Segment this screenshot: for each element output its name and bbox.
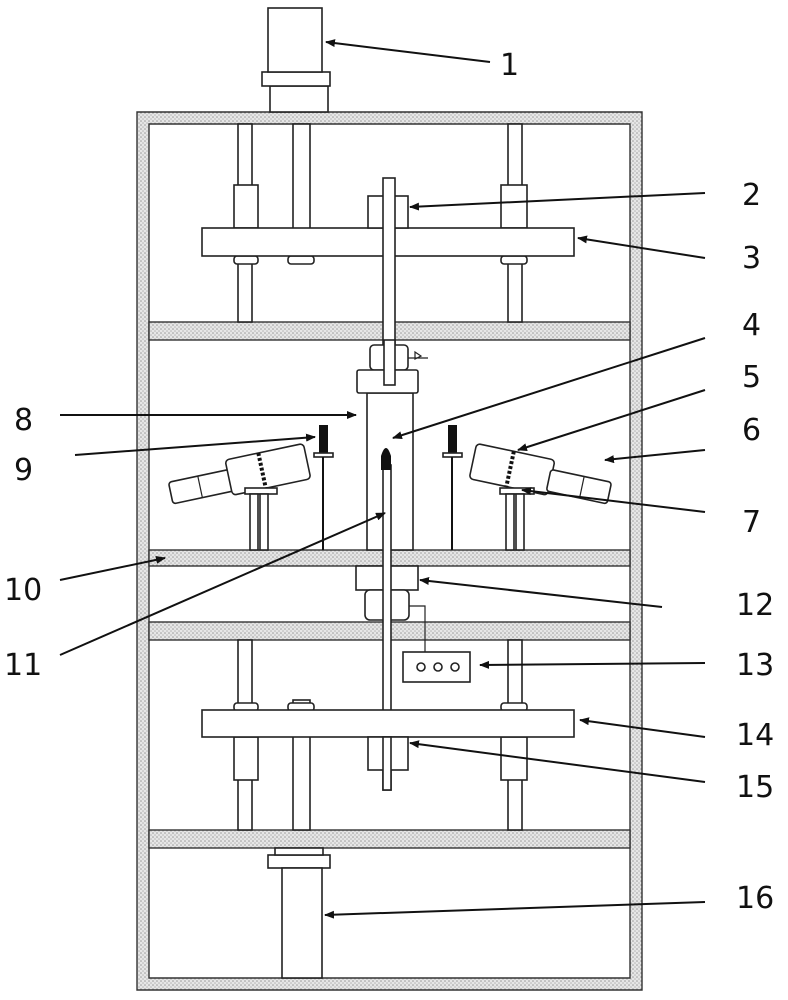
- label-5: 5: [742, 360, 761, 395]
- label-8: 8: [14, 403, 33, 438]
- label-12: 12: [736, 588, 774, 623]
- label-14: 14: [736, 718, 774, 753]
- label-11: 11: [4, 648, 42, 683]
- label-16: 16: [736, 881, 774, 916]
- label-9: 9: [14, 453, 33, 488]
- label-4: 4: [742, 308, 761, 343]
- bottom-motor: [268, 848, 330, 978]
- label-3: 3: [742, 241, 761, 276]
- lower-rod-end: [383, 737, 391, 790]
- right-sensor-support-7: [500, 488, 534, 550]
- sample-column: [356, 340, 428, 620]
- label-7: 7: [742, 505, 761, 540]
- label-2: 2: [742, 178, 761, 213]
- label-10: 10: [4, 573, 42, 608]
- left-sensor-support: [245, 488, 277, 550]
- label-6: 6: [742, 413, 761, 448]
- label-15: 15: [736, 770, 774, 805]
- lower-plate: [202, 710, 574, 737]
- controller-box: [403, 606, 470, 682]
- label-1: 1: [500, 48, 519, 83]
- left-sensor: [166, 443, 310, 507]
- label-13: 13: [736, 648, 774, 683]
